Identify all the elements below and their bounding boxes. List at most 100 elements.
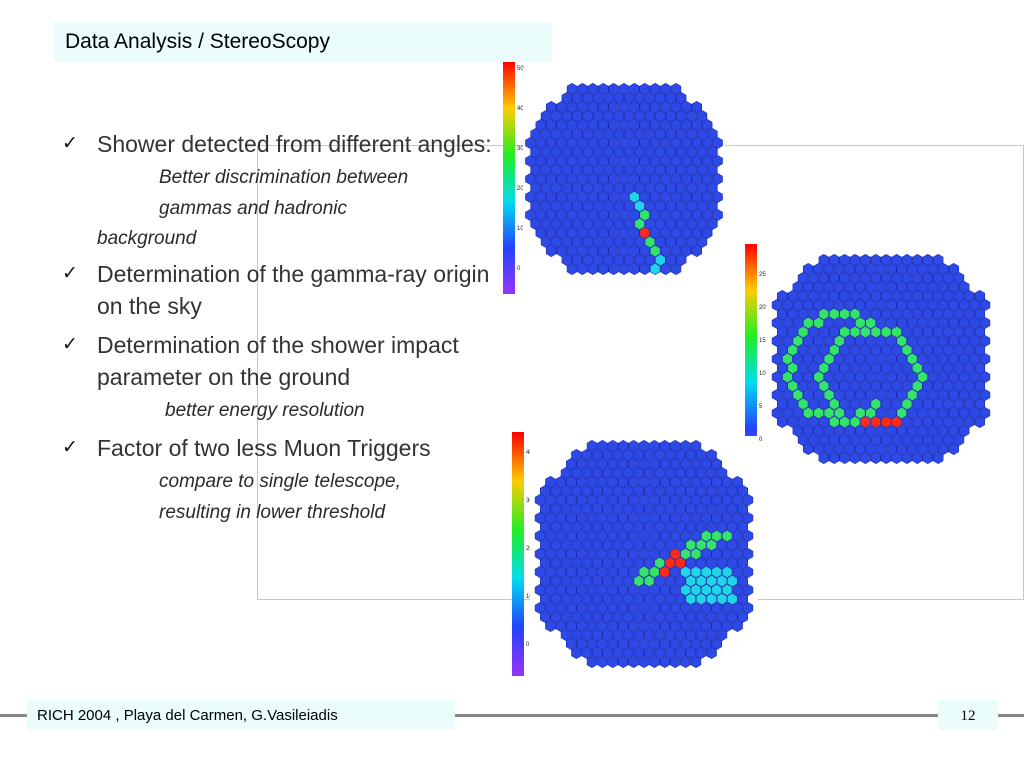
camera-pixel	[670, 100, 682, 114]
camera-pixel	[550, 610, 561, 624]
camera-pixel	[891, 433, 902, 447]
camera-pixel	[644, 127, 656, 141]
camera-pixel	[586, 529, 598, 543]
camera-pixel	[565, 583, 577, 597]
camera-pixel	[654, 610, 665, 624]
camera-pixel	[598, 190, 609, 204]
camera-pixel	[681, 244, 692, 258]
camera-pixel	[561, 235, 573, 249]
camera-pixel	[712, 190, 723, 204]
colorbar-tick-label: 25	[759, 272, 766, 278]
camera-pixel	[701, 565, 712, 579]
camera-pixel	[539, 520, 551, 534]
camera-pixel	[618, 262, 630, 276]
camera-pixel	[634, 163, 645, 177]
camera-pixel	[551, 199, 562, 213]
camera-pixel	[612, 520, 624, 534]
camera-pixel	[685, 484, 696, 498]
camera-pixel	[612, 646, 624, 660]
camera-pixel	[886, 316, 897, 330]
camera-pixel	[560, 628, 572, 642]
camera-pixel	[896, 370, 907, 384]
bullet-1: ✓ Shower detected from different angles:…	[62, 128, 492, 254]
camera-pixel	[618, 244, 630, 258]
camera-pixel	[706, 628, 717, 642]
camera-pixel	[875, 388, 887, 402]
camera-pixel	[917, 424, 928, 438]
camera-pixel	[592, 163, 604, 177]
camera-pixel	[618, 100, 630, 114]
camera-pixel	[711, 583, 722, 597]
camera-pixel	[592, 592, 603, 606]
camera-pixel	[545, 154, 557, 168]
camera-pixel	[639, 190, 650, 204]
camera-pixel	[943, 307, 954, 321]
camera-pixel	[561, 91, 573, 105]
camera-pixel	[618, 190, 630, 204]
bullet-sub: compare to single telescope, resulting i…	[97, 464, 492, 526]
camera-pixel	[943, 343, 954, 357]
camera-pixel	[612, 466, 624, 480]
camera-pixel	[865, 442, 876, 456]
camera-pixel	[581, 538, 593, 552]
camera-pixel	[870, 397, 881, 411]
camera-pixel	[716, 610, 728, 624]
camera-pixel	[598, 154, 609, 168]
camera-pixel	[612, 448, 624, 462]
camera-pixel	[665, 199, 676, 213]
camera-pixel	[572, 109, 583, 123]
camera-pixel	[566, 136, 578, 150]
camera-pixel	[655, 163, 666, 177]
camera-pixel	[943, 289, 954, 303]
camera-pixel	[603, 91, 614, 105]
camera-pixel	[948, 316, 959, 330]
colorbar-tick-label: 0	[526, 642, 530, 648]
camera-pixel	[608, 190, 619, 204]
camera-pixel	[948, 298, 959, 312]
camera-pixel	[545, 601, 556, 615]
colorbar	[503, 62, 515, 294]
camera-pixel	[628, 565, 639, 579]
camera-pixel	[886, 298, 897, 312]
camera-pixel	[716, 502, 728, 516]
camera-pixel	[776, 415, 788, 429]
camera-pixel	[638, 583, 650, 597]
camera-pixel	[695, 520, 707, 534]
camera-pixel	[813, 424, 824, 438]
camera-pixel	[530, 145, 541, 159]
camera-pixel	[572, 91, 583, 105]
camera-pixel	[695, 484, 707, 498]
camera-pixel	[742, 601, 754, 615]
camera-pixel	[603, 217, 614, 231]
camera-pixel	[581, 628, 593, 642]
camera-pixel	[695, 592, 707, 606]
camera-pixel	[721, 511, 733, 525]
camera-pixel	[901, 271, 913, 285]
camera-pixel	[691, 136, 702, 150]
colorbar-tick-label: 40	[526, 450, 533, 456]
camera-pixel	[686, 217, 697, 231]
camera-pixel	[802, 424, 814, 438]
camera-pixel	[823, 334, 835, 348]
camera-pixel	[670, 226, 682, 240]
camera-pixel	[665, 181, 676, 195]
camera-pixel	[881, 451, 892, 465]
camera-pixel	[634, 235, 645, 249]
camera-pixel	[917, 352, 928, 366]
camera-pixel	[701, 457, 712, 471]
camera-pixel	[581, 466, 593, 480]
camera-pixel	[572, 217, 583, 231]
camera-pixel	[690, 493, 702, 507]
camera-pixel	[906, 424, 918, 438]
camera-pixel	[613, 127, 624, 141]
camera-pixel	[660, 136, 671, 150]
camera-pixel	[675, 217, 687, 231]
camera-pixel	[576, 565, 587, 579]
camera-pixel	[737, 556, 748, 570]
camera-pixel	[695, 646, 707, 660]
camera-pixel	[823, 316, 835, 330]
camera-pixel	[649, 601, 660, 615]
camera-pixel	[711, 601, 722, 615]
camera-pixel	[686, 181, 697, 195]
camera-pixel	[556, 154, 567, 168]
